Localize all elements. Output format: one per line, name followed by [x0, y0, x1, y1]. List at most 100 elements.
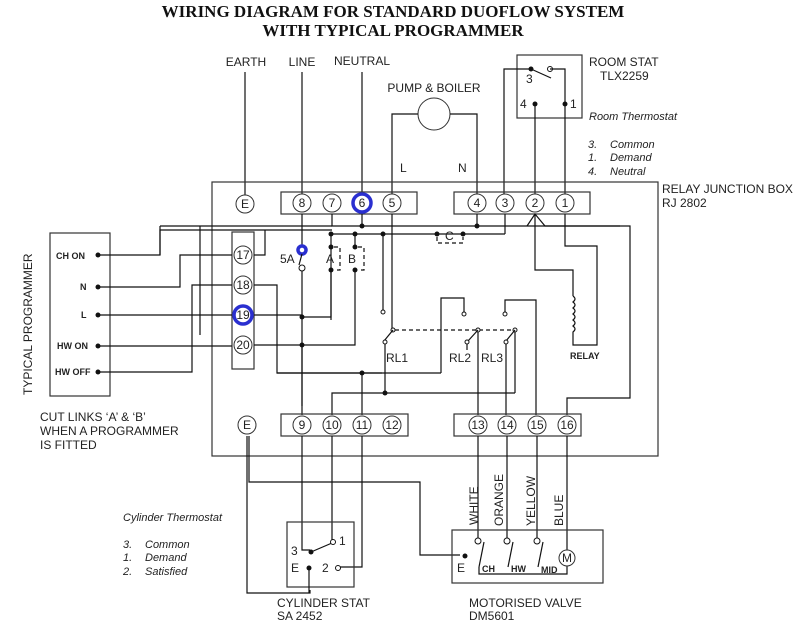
- relay-junction-box: [211, 181, 659, 457]
- valve-motor-icon: [558, 549, 576, 567]
- terminal-14-label: 14: [500, 418, 514, 432]
- cylinder-legend-text-3: Satisfied: [145, 566, 188, 578]
- link-c-terminal-left: [434, 231, 440, 237]
- terminal-strip-bottom-right: [453, 413, 582, 437]
- relay-coil-icon: [572, 295, 576, 338]
- link-b: [358, 246, 365, 271]
- valve-mid-switch: [537, 541, 544, 568]
- terminal-6-label: 6: [359, 196, 366, 210]
- rl2-no-contact: [461, 311, 467, 317]
- rl3-label: RL3: [481, 351, 503, 365]
- cylinder-stat-box: [286, 521, 355, 588]
- motorised-valve-model: DM5601: [469, 609, 515, 621]
- wire-earth-to-valve: [248, 436, 460, 556]
- terminal-8-label: 8: [299, 196, 306, 210]
- room-stat-legend-num-1: 3.: [588, 139, 597, 151]
- terminal-15: [527, 415, 547, 435]
- terminal-14: [497, 415, 517, 435]
- terminal-20-label: 20: [236, 338, 250, 352]
- wire-2-to-coil: [534, 214, 574, 296]
- junction-dot: [382, 390, 388, 396]
- wire-18: [254, 284, 382, 374]
- fuse-terminal-lower: [298, 264, 306, 272]
- relay-label: RELAY: [570, 351, 600, 361]
- wire-ch-on: [98, 226, 161, 256]
- terminal-strip-top-left: [280, 191, 418, 215]
- link-c-terminal-right: [460, 231, 466, 237]
- terminal-8: [292, 193, 312, 213]
- cylinder-legend-num-3: 2.: [122, 566, 132, 578]
- terminal-20: [233, 335, 253, 355]
- terminal-18-label: 18: [236, 278, 250, 292]
- terminal-5: [382, 193, 402, 213]
- wire-rl2-no: [440, 297, 465, 373]
- wire-orange-label: ORANGE: [492, 474, 506, 526]
- room-stat-name: ROOM STAT: [589, 55, 659, 69]
- terminal-E: [237, 415, 257, 435]
- fuse-link: [298, 253, 303, 266]
- room-stat-caption: Room Thermostat: [589, 111, 678, 123]
- wire-n: [98, 254, 232, 288]
- cut-links-note-2: WHEN A PROGRAMMER: [40, 424, 179, 438]
- terminal-2: [525, 193, 545, 213]
- cylinder-stat-t1-label: 1: [339, 534, 346, 548]
- room-stat-legend-text-3: Neutral: [610, 166, 646, 178]
- valve-hw-switch: [507, 541, 514, 568]
- wire-10-bus: [331, 392, 515, 415]
- valve-ch-terminal: [474, 537, 482, 545]
- terminal-5-label: 5: [389, 196, 396, 210]
- fuse-terminal-highlight: [296, 244, 308, 256]
- rl2-arm: [467, 329, 479, 342]
- wire-17: [254, 230, 266, 256]
- room-stat-t4-label: 4: [520, 97, 527, 111]
- valve-common-bus: [478, 566, 568, 575]
- terminal-2-label: 2: [532, 196, 539, 210]
- link-c: [436, 237, 464, 244]
- valve-motor-label: M: [562, 551, 572, 565]
- cylinder-stat-e-label: E: [291, 561, 299, 575]
- rl1-arm: [383, 329, 394, 342]
- wire-2-to-16: [526, 212, 631, 415]
- junction-box-model: RJ 2802: [662, 196, 707, 210]
- valve-earth-label: E: [457, 561, 465, 575]
- cylinder-stat-t3-label: 3: [291, 544, 298, 558]
- wire-rl3-no: [504, 299, 537, 415]
- junction-dot: [474, 223, 480, 229]
- terminal-7-label: 7: [329, 196, 336, 210]
- wire-a-to-19: [302, 270, 332, 318]
- terminal-7: [322, 193, 342, 213]
- terminal-1-label: 1: [562, 196, 569, 210]
- link-a-top: [328, 244, 334, 250]
- room-stat-box: [516, 54, 583, 119]
- terminal-E-label: E: [243, 418, 251, 432]
- supply-neutral-label: NEUTRAL: [334, 54, 390, 68]
- wire-bottom-earth: [246, 436, 311, 594]
- terminal-9: [292, 415, 312, 435]
- link-c-label: C: [445, 229, 454, 243]
- link-b-label: B: [348, 252, 356, 266]
- rl1-no-contact: [380, 309, 386, 315]
- terminal-18: [233, 275, 253, 295]
- wire-9-to-cyl-3: [301, 436, 310, 551]
- valve-ch-switch: [478, 541, 485, 568]
- programmer-ch-on-label: CH ON: [56, 251, 85, 261]
- junction-dot: [299, 314, 305, 320]
- terminal-15-label: 15: [530, 418, 544, 432]
- terminal-4: [467, 193, 487, 213]
- terminal-9-label: 9: [299, 418, 306, 432]
- terminal-E: [235, 194, 255, 214]
- room-stat-demand-wire: [550, 68, 566, 195]
- cylinder-legend-num-1: 3.: [123, 539, 132, 551]
- terminal-strip-top-right: [453, 191, 591, 215]
- room-stat-t1-label: 1: [570, 97, 577, 111]
- room-stat-switch: [530, 68, 552, 79]
- junction-dot: [328, 231, 334, 237]
- wire-yellow-label: YELLOW: [524, 475, 538, 526]
- rl2-label: RL2: [449, 351, 471, 365]
- cut-links-note-1: CUT LINKS ‘A’ & ‘B’: [40, 410, 146, 424]
- terminal-1: [555, 193, 575, 213]
- rl3-arm: [505, 329, 516, 342]
- junction-box-name: RELAY JUNCTION BOX: [662, 182, 793, 196]
